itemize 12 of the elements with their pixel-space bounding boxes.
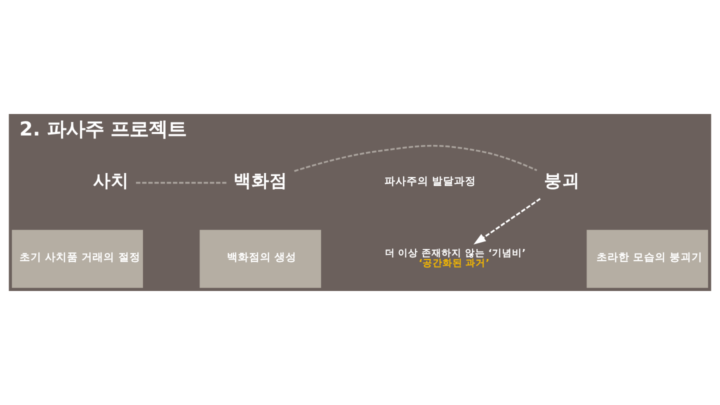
diagram-title: 2. 파사주 프로젝트 [19, 118, 187, 141]
connector [136, 182, 226, 184]
node-text: 붕괴 [544, 171, 580, 192]
node-box: 백화점의 생성 [200, 230, 322, 288]
node-text: 사치 [92, 171, 129, 192]
label: 파사주의 발달과정 [384, 176, 476, 188]
arrow [474, 198, 541, 245]
connector [294, 144, 538, 172]
node-text: 더 이상 존재하지 않는 ‘기념비’ ‘공간화된 과거’ [384, 248, 526, 269]
node-box: 초기 사치품 거래의 절정 [12, 230, 143, 288]
node-box: 초라한 모습의 붕괴기 [586, 230, 708, 288]
node-text: 백화점 [234, 171, 288, 192]
